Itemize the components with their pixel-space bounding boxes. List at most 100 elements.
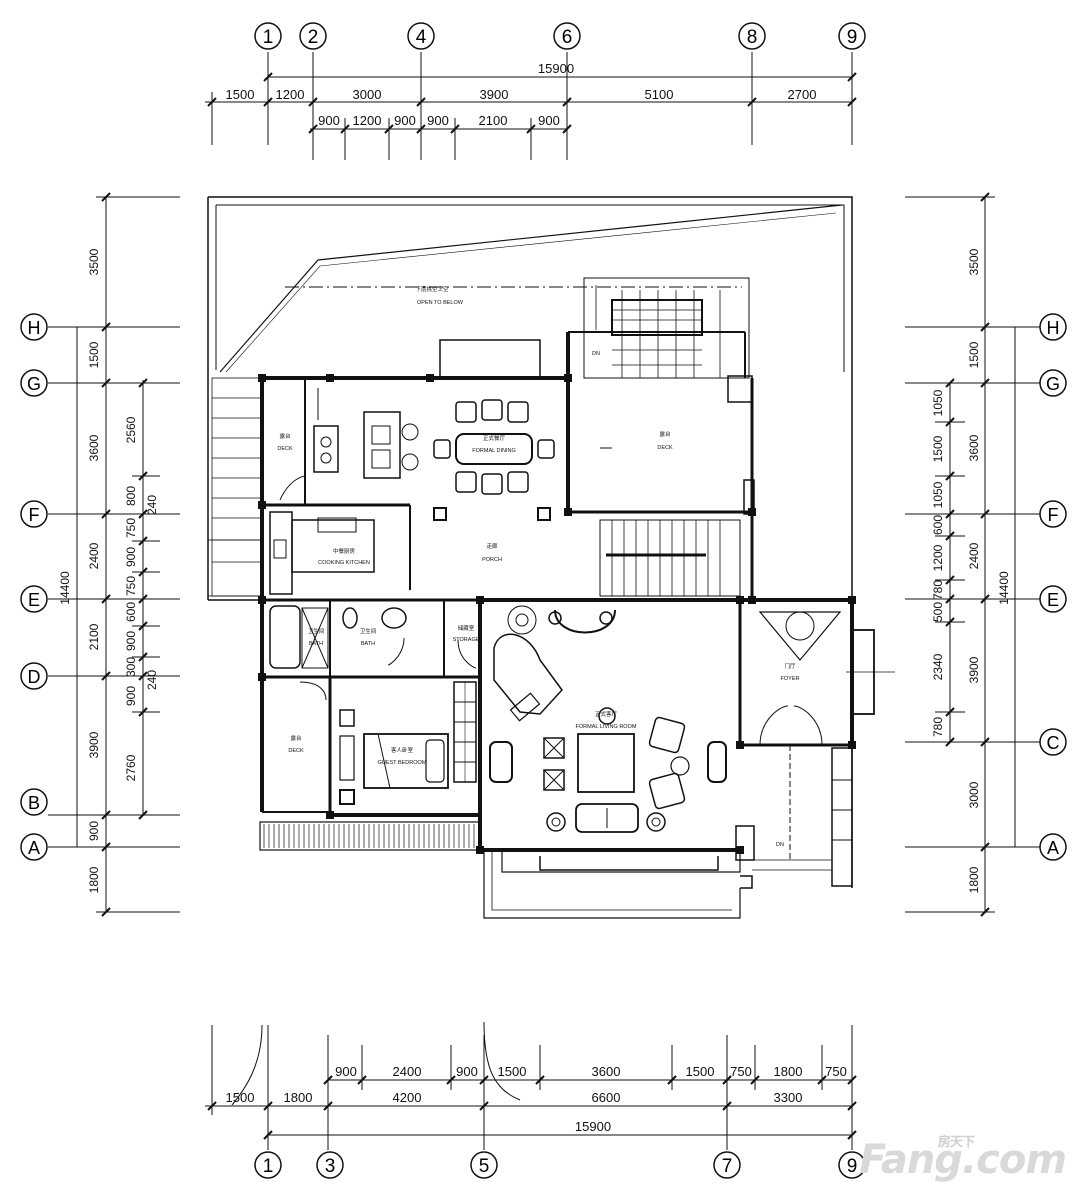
dim-text: 900 [335, 1064, 357, 1079]
bottom-dimension-text: 900 2400 900 1500 3600 1500 750 1800 750… [226, 1064, 847, 1134]
dim-text: 800 [124, 486, 138, 506]
axis-bubble: 4 [407, 22, 435, 50]
svg-text:9: 9 [847, 27, 858, 48]
dim-text: 3500 [87, 248, 101, 275]
svg-text:9: 9 [847, 1156, 858, 1177]
svg-text:8: 8 [747, 27, 758, 48]
dim-text: 2400 [393, 1064, 422, 1079]
label-deck-right-cn: 露台 [659, 430, 671, 438]
dim-text: 3600 [87, 434, 101, 461]
axis-bubble: G [1039, 369, 1067, 397]
right-dimension-lines [905, 192, 1040, 917]
dim-text: 2400 [87, 542, 101, 569]
dim-text: 1200 [931, 544, 945, 571]
cooking-kitchen-counter [269, 511, 375, 595]
label-guest-cn: 客人卧室 [391, 746, 414, 754]
label-living-en: FORMAL LIVING ROOM [576, 724, 637, 730]
svg-text:H: H [28, 318, 41, 338]
dim-text: 1500 [967, 341, 981, 368]
svg-text:B: B [28, 793, 40, 813]
dim-text: 1800 [87, 866, 101, 893]
axis-bubble: A [1039, 833, 1067, 861]
building-outline [207, 196, 853, 919]
dim-text: 3000 [353, 87, 382, 102]
watermark-cn: 房天下 [937, 1135, 975, 1150]
dim-text: 750 [124, 576, 138, 596]
label-cooking-kitchen-en: COOKING KITCHEN [318, 560, 370, 566]
living-furniture [489, 605, 727, 833]
dim-text: 900 [124, 686, 138, 706]
label-open-below-cn: 下层挑空上空 [415, 285, 449, 293]
dim-text: 2100 [479, 113, 508, 128]
dim-text: 1200 [353, 113, 382, 128]
label-foyer-cn: 门厅 [784, 662, 796, 670]
dim-text: 3900 [480, 87, 509, 102]
dim-text: 1800 [284, 1090, 313, 1105]
dim-text: 3500 [967, 248, 981, 275]
dining-set [433, 399, 555, 495]
axis-bubble: A [20, 833, 48, 861]
label-bath-1-en: BATH [309, 641, 323, 647]
top-axis-bubbles: 1 2 4 6 8 9 [254, 22, 866, 50]
dim-text: 240 [145, 670, 159, 690]
dim-text: 600 [124, 602, 138, 622]
label-porch-en: PORCH [482, 557, 502, 563]
dim-text: 2400 [967, 542, 981, 569]
axis-bubble: D [20, 662, 48, 690]
dim-text: 900 [124, 547, 138, 567]
label-dn-lower: DN [776, 842, 784, 848]
dim-text: 5100 [645, 87, 674, 102]
axis-bubble: 7 [713, 1151, 741, 1179]
dim-text: 1200 [276, 87, 305, 102]
right-dimension-text: 3500 1500 3600 2400 3900 3000 1800 14400… [931, 248, 1011, 893]
svg-text:7: 7 [722, 1156, 733, 1177]
svg-text:H: H [1047, 318, 1060, 338]
label-foyer-en: FOYER [781, 676, 800, 682]
label-deck-lower-en: DECK [288, 748, 304, 754]
left-axis-bubbles: H G F E D B A [20, 313, 48, 861]
axis-bubble: B [20, 788, 48, 816]
dim-text: 780 [931, 580, 945, 600]
dim-text: 1500 [686, 1064, 715, 1079]
svg-text:C: C [1047, 733, 1060, 753]
svg-text:E: E [1047, 590, 1059, 610]
svg-text:F: F [29, 505, 40, 525]
dim-text: 6600 [592, 1090, 621, 1105]
dim-text: 240 [145, 495, 159, 515]
dim-text: 2340 [931, 653, 945, 680]
left-exterior-stair [211, 377, 263, 597]
label-open-below-en: OPEN TO BELOW [417, 300, 464, 306]
svg-text:G: G [1046, 374, 1060, 394]
dim-text: 1050 [931, 389, 945, 416]
dim-text: 3900 [87, 731, 101, 758]
dim-text: 4200 [393, 1090, 422, 1105]
room-labels: 下层挑空上空 OPEN TO BELOW 露台 DECK 正式餐厅 FORMAL… [277, 285, 799, 848]
bottom-dimension-lines [205, 1021, 857, 1150]
axis-bubble: H [1039, 313, 1067, 341]
dim-text: 1800 [967, 866, 981, 893]
svg-text:E: E [28, 590, 40, 610]
bath-fixtures [269, 605, 407, 669]
label-storage-cn: 储藏室 [458, 624, 475, 632]
dim-text: 3600 [592, 1064, 621, 1079]
dim-text: 900 [124, 631, 138, 651]
dim-text: 3000 [967, 781, 981, 808]
svg-text:F: F [1048, 505, 1059, 525]
dim-text: 1500 [498, 1064, 527, 1079]
dim-text: 1800 [774, 1064, 803, 1079]
foyer-entry [735, 611, 895, 889]
dim-total: 14400 [997, 571, 1011, 605]
label-porch-cn: 走廊 [486, 542, 498, 550]
axis-bubble: 3 [316, 1151, 344, 1179]
label-bath-1-cn: 卫生间 [308, 627, 325, 635]
guest-bed [339, 709, 449, 789]
label-deck-cn: 露台 [279, 432, 291, 440]
dim-text: 750 [730, 1064, 752, 1079]
svg-text:A: A [1047, 838, 1059, 858]
dim-text: 2560 [124, 416, 138, 443]
label-bath-2-en: BATH [361, 641, 375, 647]
label-storage-en: STORAGE [453, 637, 480, 643]
right-axis-bubbles: H G F E C A [1039, 313, 1067, 861]
porch-stair [548, 519, 741, 634]
dim-total: 14400 [58, 571, 72, 605]
